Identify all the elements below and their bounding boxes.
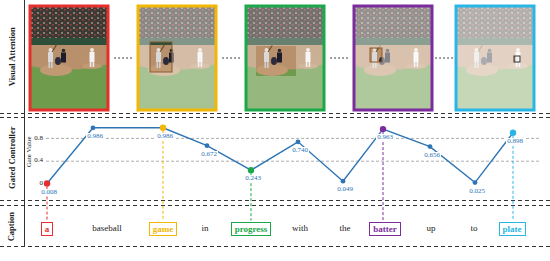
gate-value: 0.986 <box>86 133 104 141</box>
leader-line <box>383 132 384 220</box>
caption-word: the <box>340 224 351 234</box>
axis-title: Gate Value <box>26 137 34 168</box>
gate-point <box>510 130 516 136</box>
frame-border <box>354 6 432 110</box>
caption-word: to <box>470 224 477 234</box>
video-frame <box>30 6 108 110</box>
caption-word: batter <box>373 224 397 235</box>
gate-point <box>428 144 433 149</box>
gate-points <box>44 125 516 187</box>
caption-word: baseball <box>92 224 122 234</box>
tick-label: 0.4 <box>34 157 43 165</box>
gridline <box>46 138 540 139</box>
gate-value: 0.740 <box>291 147 309 155</box>
band-divider <box>24 0 25 246</box>
video-frame <box>246 6 324 110</box>
gate-point <box>160 125 166 131</box>
gate-point <box>205 143 210 148</box>
ellipsis-dots <box>115 57 453 59</box>
caption-word: with <box>292 224 308 234</box>
video-frame <box>354 6 432 110</box>
gate-value: 0.672 <box>200 151 218 159</box>
highlighted-word-box: batter <box>369 222 401 237</box>
attention-region <box>514 56 520 62</box>
frame-border <box>30 6 108 110</box>
band-separator <box>0 200 550 201</box>
attention-fade <box>138 6 216 110</box>
band-separator <box>0 113 550 114</box>
attention-region <box>370 48 382 62</box>
ellipsis-dots <box>223 57 240 59</box>
ellipsis-dots <box>115 57 132 59</box>
caption-word: up <box>427 224 436 234</box>
gate-point <box>296 139 301 144</box>
gate-point <box>341 179 346 184</box>
gate-point <box>91 125 96 130</box>
caption-word: game <box>153 224 174 235</box>
attention-region <box>150 42 172 72</box>
band-separator <box>0 246 550 247</box>
gate-point <box>248 167 254 173</box>
highlighted-word-box: plate <box>499 222 526 237</box>
attention-fade <box>456 6 534 110</box>
highlighted-word-box: a <box>41 222 54 237</box>
gate-value: 0.025 <box>468 188 486 196</box>
caption-word: in <box>201 224 208 234</box>
band-label: Gated Controller <box>7 127 16 189</box>
band-separators <box>0 114 550 247</box>
gridline <box>46 161 540 162</box>
caption-word: progress <box>235 224 268 235</box>
gate-value: 0.656 <box>423 152 441 160</box>
caption-word: a <box>45 224 50 235</box>
highlighted-word-box: game <box>149 222 178 237</box>
video-frame <box>456 6 534 110</box>
band-separator <box>0 205 550 206</box>
gate-value: 0.963 <box>376 134 394 142</box>
band-separator <box>0 117 550 118</box>
gate-value: 0.898 <box>506 138 524 146</box>
band-label: Caption <box>7 212 16 241</box>
attention-fade <box>354 6 432 110</box>
leader-line <box>163 131 164 221</box>
caption-word: plate <box>503 224 522 235</box>
frame-border <box>456 6 534 110</box>
ellipsis-dots <box>331 57 348 59</box>
band-label: Visual Attention <box>7 28 16 87</box>
attention-fade <box>246 6 324 110</box>
highlighted-word-box: progress <box>231 222 272 237</box>
gate-value: 0.986 <box>156 133 174 141</box>
gate-point <box>473 180 478 185</box>
gate-point <box>44 180 50 186</box>
frame-border <box>138 6 216 110</box>
gate-value-line <box>47 128 513 184</box>
gridlines <box>46 138 540 161</box>
tick-label: 0.8 <box>34 135 43 143</box>
ellipsis-dots <box>436 57 453 59</box>
leader-line <box>513 136 514 221</box>
gate-value: 0.049 <box>336 186 354 194</box>
gate-point <box>380 126 386 132</box>
frame-border <box>246 6 324 110</box>
gate-value: 0.243 <box>244 175 262 183</box>
video-frame <box>138 6 216 110</box>
gate-value: 0.008 <box>40 189 58 197</box>
tick-label: 0 <box>40 180 44 188</box>
leader-lines <box>47 131 513 221</box>
